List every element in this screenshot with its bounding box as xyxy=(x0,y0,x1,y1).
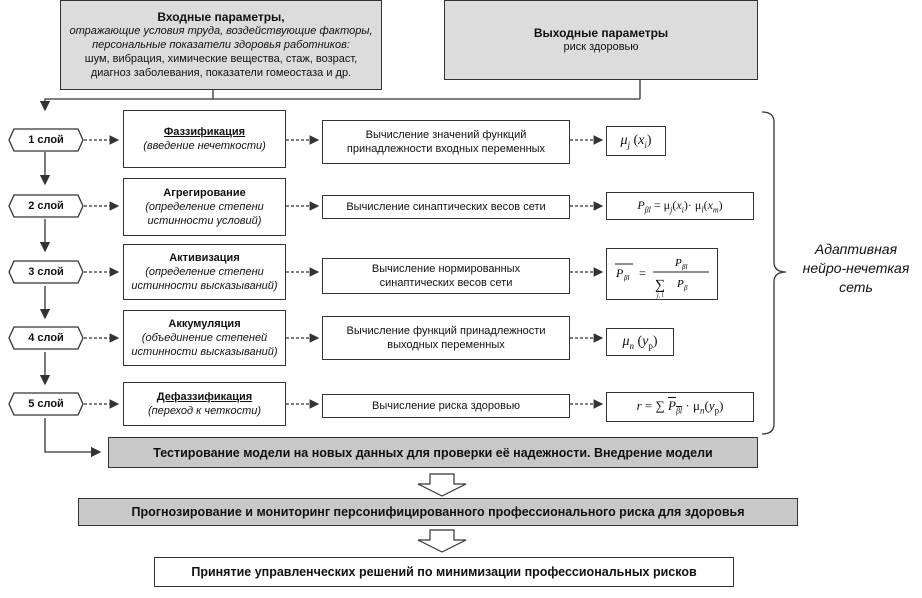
layer-1-label: 1 слой xyxy=(8,128,84,152)
output-title: Выходные параметры xyxy=(533,26,669,40)
block-arrow-down xyxy=(417,529,467,553)
output-parameters-box: Выходные параметры риск здоровью xyxy=(444,0,758,80)
input-line: диагноз заболевания, показатели гомеоста… xyxy=(90,67,352,79)
svg-text:P: P xyxy=(674,257,682,269)
layer-4-label: 4 слой xyxy=(8,326,84,350)
layer-label-text: 2 слой xyxy=(28,200,64,212)
calc-box-synaptic-weights: Вычисление синаптических весов сети xyxy=(322,195,570,219)
svg-text:P: P xyxy=(615,266,624,280)
stage-box-fuzzification: Фаззификация (введение нечеткости) xyxy=(123,110,286,168)
svg-text:β: β xyxy=(683,284,688,292)
calc-text: Вычисление синаптических весов сети xyxy=(346,201,546,213)
stage-title: Дефаззификация xyxy=(156,391,253,403)
stage-box-defuzzification: Дефаззификация (переход к четкости) xyxy=(123,382,286,426)
svg-text:βl: βl xyxy=(681,263,687,271)
curly-brace xyxy=(761,111,787,435)
stage-desc: истинности высказываний) xyxy=(131,280,278,292)
calc-text: выходных переменных xyxy=(387,339,505,351)
input-connector xyxy=(39,90,214,112)
stage-title: Аккумуляция xyxy=(168,318,241,330)
formula-mu-j: μj (xi) xyxy=(606,126,666,156)
formula-r: r = ∑ Pβl · μn(yp) xyxy=(606,392,754,422)
stage-title: Активизация xyxy=(169,252,240,264)
calc-text: Вычисление риска здоровью xyxy=(372,400,520,412)
calc-text: синаптических весов сети xyxy=(379,277,513,289)
calc-box-output-membership: Вычисление функций принадлежности выходн… xyxy=(322,316,570,360)
svg-text:∑: ∑ xyxy=(655,278,665,293)
stage-desc: (определение степени xyxy=(145,266,264,278)
testing-connector xyxy=(44,418,102,458)
side-label-line: нейро-нечеткая xyxy=(802,260,910,276)
stage-title: Агрегирование xyxy=(163,187,246,199)
decision-text: Принятие управленческих решений по миним… xyxy=(191,565,697,579)
calc-box-health-risk: Вычисление риска здоровью xyxy=(322,394,570,418)
side-label-line: сеть xyxy=(839,279,873,295)
layer-label-text: 5 слой xyxy=(28,398,64,410)
calc-text: Вычисление значений функций xyxy=(365,129,527,141)
formula-normalized-p: P βl = P βl ∑ j, l P β xyxy=(606,248,718,300)
forecasting-box: Прогнозирование и мониторинг персонифици… xyxy=(78,498,798,526)
svg-text:P: P xyxy=(676,278,684,290)
stage-desc: (определение степени xyxy=(145,201,264,213)
formula-p-beta-l: Pβl = μj(xi)· μl(xm) xyxy=(606,192,754,220)
svg-text:=: = xyxy=(639,266,646,280)
stage-desc: (объединение степеней xyxy=(141,332,268,344)
calc-text: Вычисление функций принадлежности xyxy=(346,325,546,337)
stage-desc: (введение нечеткости) xyxy=(143,140,266,152)
block-arrow-down xyxy=(417,473,467,497)
layer-label-text: 4 слой xyxy=(28,332,64,344)
calc-box-normalized-weights: Вычисление нормированных синаптических в… xyxy=(322,258,570,294)
input-line: отражающие условия труда, воздействующие… xyxy=(69,25,373,37)
side-label-line: Адаптивная xyxy=(814,241,898,257)
output-subtitle: риск здоровью xyxy=(563,41,639,53)
stage-box-accumulation: Аккумуляция (объединение степеней истинн… xyxy=(123,310,286,366)
stage-desc: (переход к четкости) xyxy=(147,405,262,417)
input-line: шум, вибрация, химические вещества, стаж… xyxy=(84,53,358,65)
calc-box-membership: Вычисление значений функций принадлежнос… xyxy=(322,120,570,164)
layer-2-label: 2 слой xyxy=(8,194,84,218)
svg-text:βl: βl xyxy=(623,274,629,282)
testing-text: Тестирование модели на новых данных для … xyxy=(153,445,713,460)
svg-text:j, l: j, l xyxy=(656,293,664,299)
adaptive-network-label: Адаптивная нейро-нечеткая сеть xyxy=(790,240,922,297)
input-line: персональные показатели здоровья работни… xyxy=(92,39,350,51)
decision-box: Принятие управленческих решений по миним… xyxy=(154,557,734,587)
stage-box-aggregation: Агрегирование (определение степени истин… xyxy=(123,178,286,236)
stage-desc: истинности условий) xyxy=(147,215,262,227)
calc-text: принадлежности входных переменных xyxy=(346,143,546,155)
stage-title: Фаззификация xyxy=(163,126,246,138)
calc-text: Вычисление нормированных xyxy=(371,263,521,275)
input-title: Входные параметры, xyxy=(157,10,285,24)
stage-desc: истинности высказываний) xyxy=(131,346,278,358)
layer-label-text: 1 слой xyxy=(28,134,64,146)
layer-label-text: 3 слой xyxy=(28,266,64,278)
input-parameters-box: Входные параметры, отражающие условия тр… xyxy=(60,0,382,90)
testing-box: Тестирование модели на новых данных для … xyxy=(108,437,758,468)
layer-3-label: 3 слой xyxy=(8,260,84,284)
forecasting-text: Прогнозирование и мониторинг персонифици… xyxy=(131,505,745,519)
formula-mu-n: μn (yp) xyxy=(606,328,674,356)
layer-5-label: 5 слой xyxy=(8,392,84,416)
stage-box-activation: Активизация (определение степени истинно… xyxy=(123,244,286,300)
